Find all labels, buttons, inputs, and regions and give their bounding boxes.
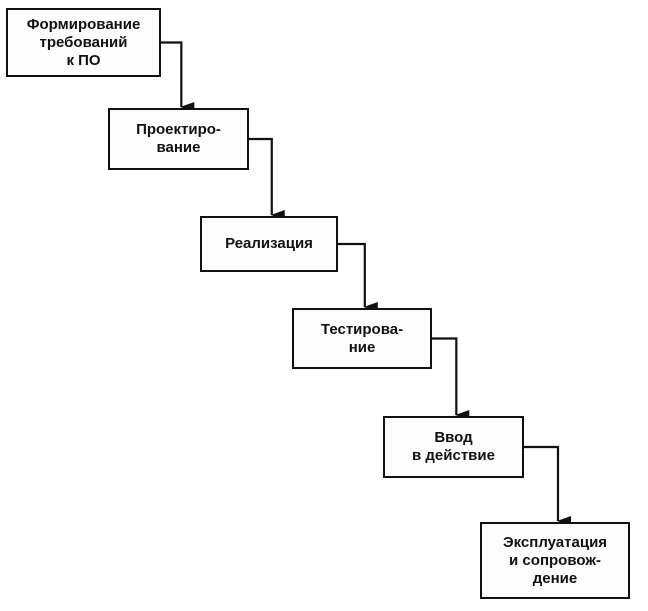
stage-implementation-label: Реализация xyxy=(225,235,313,252)
stage-deployment: Ввод в действие xyxy=(383,416,524,478)
arrow-requirements-to-design xyxy=(161,41,195,112)
stage-operation: Эксплуатация и сопровож- дение xyxy=(480,522,630,599)
stage-design: Проектиро- вание xyxy=(108,108,249,170)
arrow-design-to-implementation xyxy=(249,137,285,220)
stage-operation-label: Эксплуатация и сопровож- дение xyxy=(502,533,608,587)
arrow-testing-to-deployment xyxy=(432,337,470,420)
arrow-deployment-to-operation xyxy=(524,445,571,526)
stage-testing: Тестирова- ние xyxy=(292,308,432,369)
stage-testing-label: Тестирова- ние xyxy=(320,320,404,356)
stage-requirements: Формирование требований к ПО xyxy=(6,8,161,77)
arrow-implementation-to-testing xyxy=(338,242,378,312)
stage-design-label: Проектиро- вание xyxy=(136,121,221,156)
stage-requirements-label: Формирование требований к ПО xyxy=(26,15,141,69)
stage-implementation: Реализация xyxy=(200,216,338,272)
stage-deployment-label: Ввод в действие xyxy=(412,429,495,464)
